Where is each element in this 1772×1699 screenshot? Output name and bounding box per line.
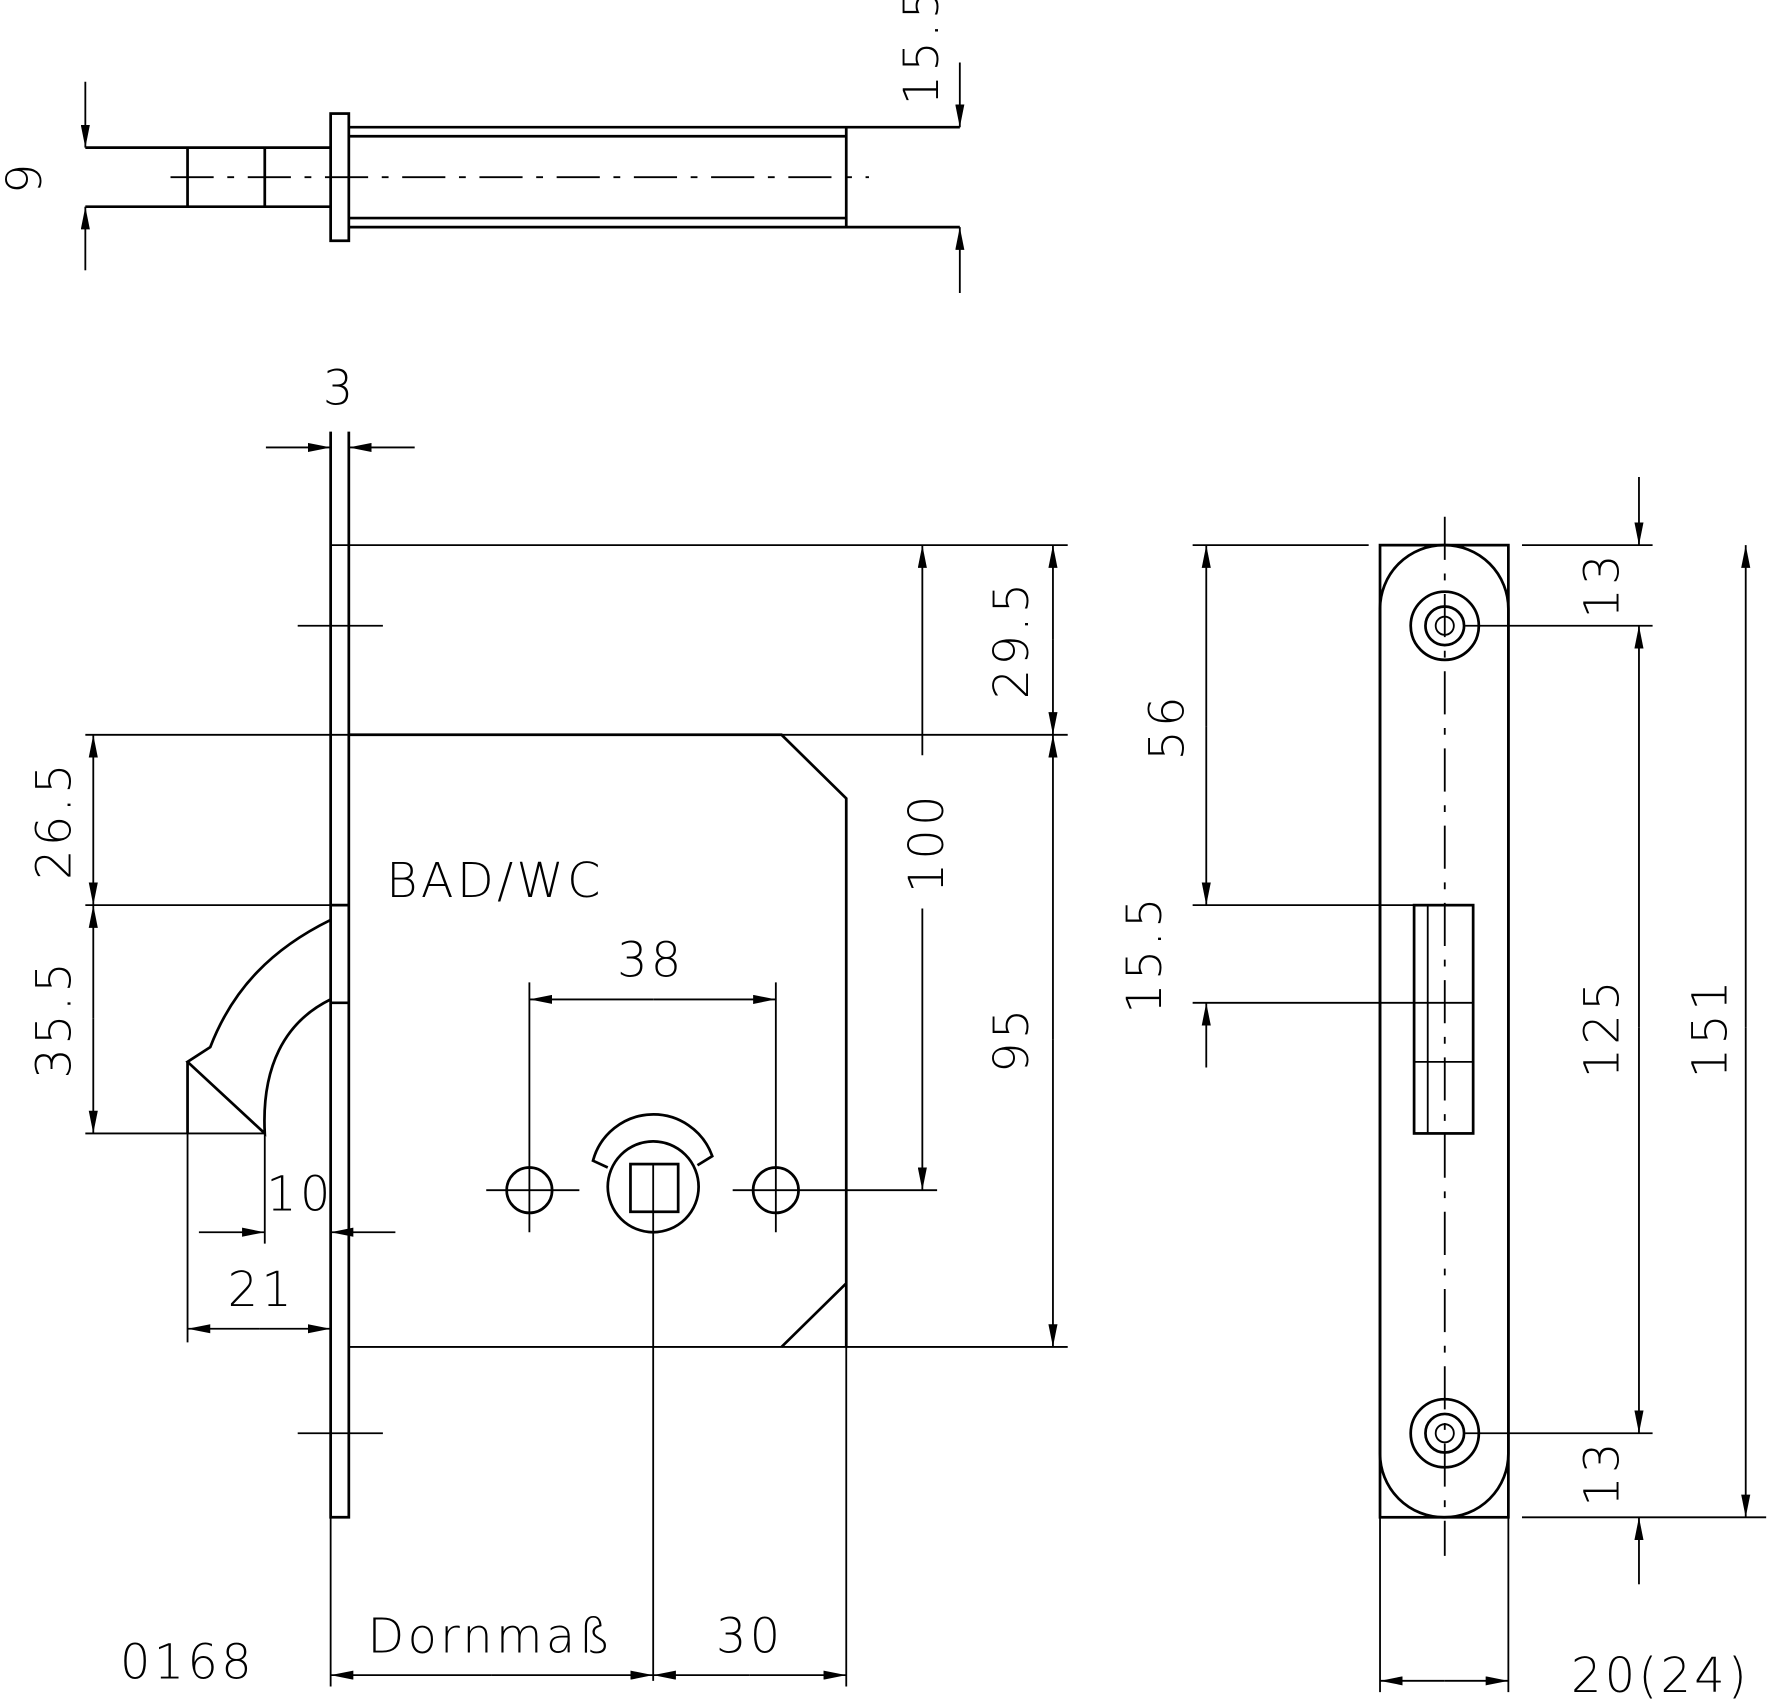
fixing-holes bbox=[486, 1166, 938, 1215]
dim-text: 9 bbox=[0, 160, 53, 194]
dim-text: 20(24) bbox=[1571, 1649, 1750, 1699]
dimension-backset: Dornmaß 30 bbox=[329, 1346, 848, 1687]
dim-text: 3 bbox=[323, 361, 357, 416]
dimension-56: 56 bbox=[1141, 545, 1211, 906]
dimension-15-5-side: 15.5 bbox=[1118, 894, 1211, 1068]
dim-text: 35.5 bbox=[28, 959, 83, 1079]
lock-case bbox=[348, 733, 848, 1348]
dimension-151: 151 bbox=[1683, 545, 1751, 1518]
dimension-125: 125 bbox=[1576, 625, 1644, 1434]
dimension-35-5: 35.5 bbox=[28, 905, 98, 1134]
dim-text: 151 bbox=[1683, 977, 1738, 1078]
dim-text: 29.5 bbox=[985, 579, 1040, 699]
dimension-100: 100 bbox=[900, 545, 955, 1191]
front-view: 3 26.5 35.5 10 21 BA bbox=[28, 361, 1068, 1691]
dim-text: 13 bbox=[1576, 1439, 1631, 1507]
dim-text: 125 bbox=[1576, 977, 1631, 1078]
side-view: 56 15.5 13 125 13 151 20(24) bbox=[1118, 476, 1767, 1699]
function-label: BAD/WC bbox=[386, 854, 604, 909]
dimension-13-top: 13 bbox=[1576, 476, 1644, 619]
dimension-3: 3 bbox=[265, 361, 415, 453]
dimension-9: 9 bbox=[0, 81, 90, 271]
backset-label: Dornmaß bbox=[367, 1609, 614, 1664]
latch-bolt-side bbox=[1412, 903, 1475, 1135]
latch-bolt bbox=[185, 903, 349, 1137]
dimension-21: 21 bbox=[187, 1263, 331, 1334]
dim-text: 95 bbox=[985, 1005, 1040, 1073]
spindle-follower bbox=[591, 1113, 714, 1681]
dim-text: 15.5 bbox=[895, 0, 950, 105]
dimension-26-5: 26.5 bbox=[28, 734, 98, 906]
dimension-29-5: 29.5 bbox=[985, 545, 1058, 735]
dimension-10: 10 bbox=[198, 1168, 396, 1237]
part-number: 0168 bbox=[120, 1636, 255, 1691]
dimension-95: 95 bbox=[985, 734, 1058, 1347]
dimension-15-5-top: 15.5 bbox=[895, 0, 965, 294]
dim-text: 30 bbox=[716, 1609, 783, 1664]
dim-text: 21 bbox=[228, 1263, 296, 1318]
dim-text: 10 bbox=[266, 1168, 333, 1223]
dimension-20-24: 20(24) bbox=[1379, 1517, 1750, 1699]
dim-text: 38 bbox=[617, 934, 685, 989]
top-view: 9 15.5 bbox=[0, 0, 965, 294]
dim-text: 56 bbox=[1141, 693, 1196, 761]
dim-text: 13 bbox=[1576, 551, 1631, 618]
dim-text: 26.5 bbox=[28, 760, 83, 880]
dim-text: 100 bbox=[900, 792, 955, 893]
dimension-13-bottom: 13 bbox=[1576, 1439, 1644, 1585]
dim-text: 15.5 bbox=[1118, 894, 1173, 1014]
